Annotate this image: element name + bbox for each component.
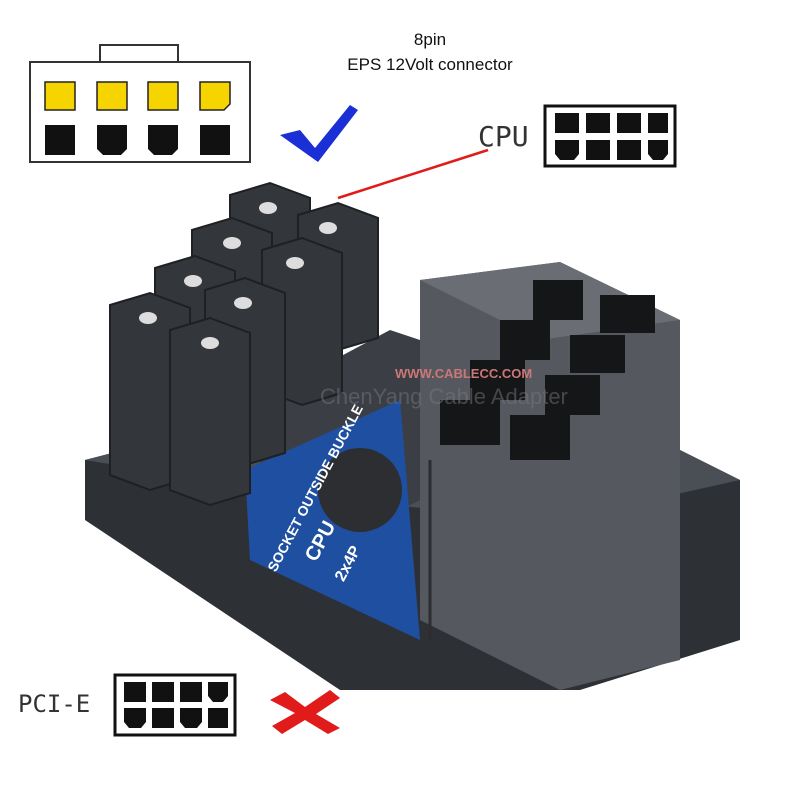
pin-header bbox=[109, 181, 379, 507]
cpu-label: CPU bbox=[478, 120, 529, 153]
pointer-line bbox=[337, 148, 489, 200]
cross-icon bbox=[270, 690, 340, 734]
checkmark-icon bbox=[280, 105, 358, 162]
adapter-body bbox=[85, 181, 740, 690]
connector-name-label: EPS 12Volt connector bbox=[347, 55, 513, 74]
pcie-pinout-diagram bbox=[113, 673, 237, 737]
cpu-pinout-diagram bbox=[543, 104, 677, 168]
pin-count-label: 8pin bbox=[413, 30, 447, 49]
pcie-label: PCI-E bbox=[18, 690, 91, 718]
watermark-brand: ChenYang Cable Adapter bbox=[320, 384, 568, 409]
eps-pinout-diagram bbox=[29, 44, 251, 163]
watermark-url: WWW.CABLECC.COM bbox=[395, 366, 533, 381]
